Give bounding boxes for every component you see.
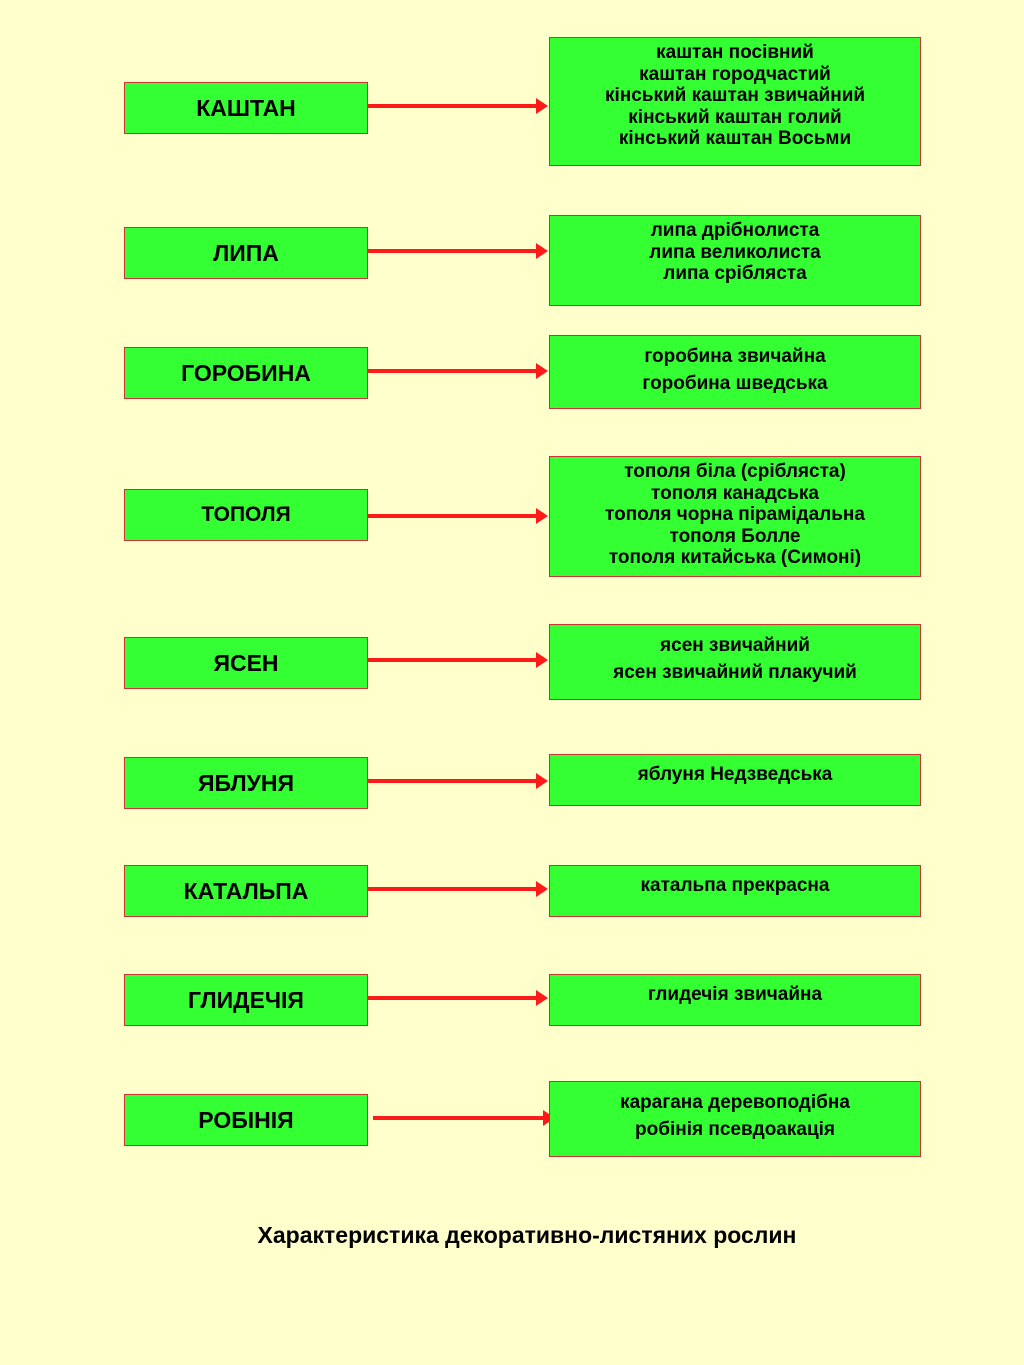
species-item: ясен звичайний: [660, 635, 810, 656]
species-item: липа дрібнолиста: [650, 220, 820, 241]
arrow-connector: [373, 1110, 555, 1126]
species-item: липа срібляста: [663, 263, 807, 284]
arrow-connector: [368, 98, 548, 114]
species-box-robiniia: карагана деревоподібна робінія псевдоака…: [549, 1081, 921, 1157]
genus-box-hlydechiia: ГЛИДЕЧІЯ: [124, 974, 368, 1026]
arrow-connector: [368, 990, 548, 1006]
genus-box-horobyna: ГОРОБИНА: [124, 347, 368, 399]
species-box-topolia: тополя біла (срібляста) тополя канадська…: [549, 456, 921, 577]
genus-label: ГЛИДЕЧІЯ: [188, 986, 304, 1013]
species-item: кінський каштан звичайний: [604, 85, 866, 106]
genus-box-yasen: ЯСЕН: [124, 637, 368, 689]
arrow-connector: [368, 243, 548, 259]
arrow-connector: [368, 652, 548, 668]
species-item: катальпа прекрасна: [640, 875, 830, 896]
species-item: горобина шведська: [642, 373, 828, 394]
species-item: кінський каштан Восьми: [618, 128, 852, 149]
genus-box-katalpa: КАТАЛЬПА: [124, 865, 368, 917]
species-item: каштан городчастий: [639, 63, 831, 85]
species-item: тополя китайська (Симоні): [608, 547, 862, 568]
arrow-connector: [368, 508, 548, 524]
species-item: кінський каштан голий: [628, 106, 842, 128]
species-item: глидечія звичайна: [647, 984, 823, 1005]
genus-label: КАШТАН: [196, 94, 296, 121]
species-item: яблуня Недзведська: [637, 764, 833, 785]
species-box-katalpa: катальпа прекрасна: [549, 865, 921, 917]
species-item: тополя канадська: [651, 482, 819, 504]
species-item: тополя чорна пірамідальна: [605, 504, 865, 525]
genus-label: ЛИПА: [213, 239, 279, 266]
species-item: карагана деревоподібна: [620, 1092, 850, 1113]
arrow-connector: [368, 363, 548, 379]
genus-box-yablunia: ЯБЛУНЯ: [124, 757, 368, 809]
species-item: каштан посівний: [656, 42, 814, 63]
genus-box-lypa: ЛИПА: [124, 227, 368, 279]
species-item: робінія псевдоакація: [635, 1119, 835, 1140]
genus-label: КАТАЛЬПА: [183, 877, 309, 904]
genus-label: ЯБЛУНЯ: [197, 769, 295, 796]
species-box-horobyna: горобина звичайна горобина шведська: [549, 335, 921, 409]
species-item: липа великолиста: [649, 241, 821, 263]
species-box-lypa: липа дрібнолиста липа великолиста липа с…: [549, 215, 921, 306]
species-box-yasen: ясен звичайний ясен звичайний плакучий: [549, 624, 921, 700]
species-box-kashtan: каштан посівний каштан городчастий кінсь…: [549, 37, 921, 166]
genus-label: РОБІНІЯ: [198, 1106, 294, 1133]
genus-box-kashtan: КАШТАН: [124, 82, 368, 134]
genus-label: ЯСЕН: [213, 649, 279, 676]
slide-caption: Характеристика декоративно-листяних росл…: [257, 1222, 797, 1248]
genus-label: ГОРОБИНА: [181, 359, 311, 386]
genus-label: ТОПОЛЯ: [201, 503, 291, 526]
species-box-yablunia: яблуня Недзведська: [549, 754, 921, 806]
species-item: ясен звичайний плакучий: [613, 662, 857, 683]
species-item: тополя біла (срібляста): [624, 461, 846, 482]
arrow-connector: [368, 773, 548, 789]
species-box-hlydechiia: глидечія звичайна: [549, 974, 921, 1026]
genus-box-robiniia: РОБІНІЯ: [124, 1094, 368, 1146]
species-item: горобина звичайна: [644, 346, 826, 367]
genus-box-topolia: ТОПОЛЯ: [124, 489, 368, 541]
arrow-connector: [368, 881, 548, 897]
species-item: тополя Болле: [669, 525, 801, 547]
